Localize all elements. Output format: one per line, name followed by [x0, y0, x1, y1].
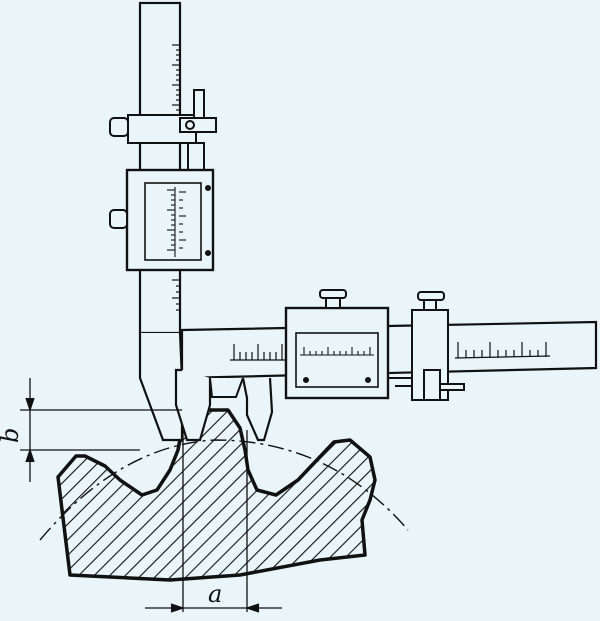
- vertical-beam: [138, 1, 184, 442]
- gear-section: [56, 408, 377, 582]
- dimension-a-label: a: [208, 580, 222, 608]
- dimension-b-label: b: [0, 428, 24, 443]
- horizontal-beam-scale: [230, 342, 551, 361]
- horizontal-fine-clamp: [388, 291, 465, 401]
- pitch-circle: [39, 439, 409, 541]
- vertical-vernier-slide: [109, 168, 215, 272]
- dimension-a: [145, 430, 282, 613]
- horizontal-vernier-slide: [284, 289, 390, 400]
- vertical-beam-scale: [172, 40, 181, 315]
- vertical-upper-clamp: [109, 89, 217, 174]
- dimension-b: [20, 378, 182, 482]
